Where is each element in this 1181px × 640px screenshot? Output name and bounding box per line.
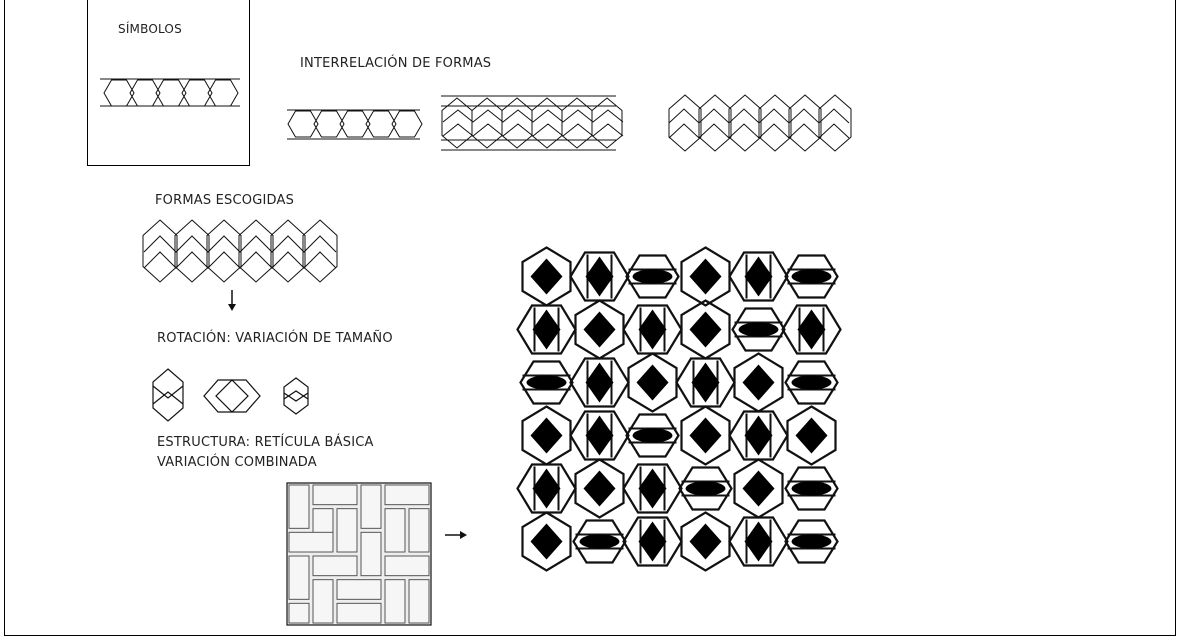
grid-cell [385,485,429,505]
hexagon-outline [819,95,851,151]
filled-lens [792,535,832,549]
filled-lens [739,323,779,337]
filled-diamond [586,363,614,403]
grid-cell [313,556,357,576]
filled-diamond [533,469,561,509]
zigzag-line [144,236,336,252]
hexagon-outline [303,220,337,282]
filled-diamond [584,471,616,507]
inner-diamond [216,380,248,412]
filled-lens [580,535,620,549]
filled-lens [792,482,832,496]
filled-diamond [531,259,563,295]
interrelation-row-2 [441,96,623,150]
filled-diamond [690,312,722,348]
filled-diamond [584,312,616,348]
zigzag-line [144,252,336,268]
grid-cell [337,603,381,623]
filled-lens [792,270,832,284]
hexagon-outline [759,95,791,151]
hexagon-outline [207,220,241,282]
filled-lens [633,429,673,443]
grid-cell [313,580,333,623]
filled-diamond [692,363,720,403]
grid-cell [409,509,429,552]
hexagon-outline [239,220,273,282]
chosen-forms-row [143,220,337,282]
hexagon-outline [729,95,761,151]
filled-lens [792,376,832,390]
filled-diamond [586,416,614,456]
grid-cell [361,485,381,528]
hexagon-outline [699,95,731,151]
interrelation-row-3 [669,95,851,151]
rotated-hexagon [153,369,183,421]
hexagon-outline [175,220,209,282]
grid-cell [385,556,429,576]
grid-cell [385,509,405,552]
filled-lens [686,482,726,496]
grid-cell [337,509,357,552]
filled-diamond [743,365,775,401]
filled-diamond [745,257,773,297]
filled-diamond [639,469,667,509]
combined-pattern [518,248,841,571]
filled-diamond [639,522,667,562]
filled-lens [527,376,567,390]
filled-diamond [533,310,561,350]
grid-cell [313,485,357,505]
filled-diamond [690,259,722,295]
hexagon-outline [789,95,821,151]
down-arrow-icon [228,290,236,311]
filled-diamond [637,365,669,401]
filled-diamond [531,418,563,454]
grid-cell [385,580,405,623]
hexagon-outline [143,220,177,282]
rotation-variants [153,369,308,421]
grid-cell [289,485,309,528]
filled-diamond [531,524,563,560]
rotated-hexagon [204,380,260,412]
right-arrow-icon [445,531,467,539]
filled-diamond [690,418,722,454]
hexagon-outline [271,220,305,282]
filled-diamond [745,522,773,562]
zigzag-line [443,124,623,136]
filled-diamond [690,524,722,560]
zigzag-line [443,110,623,122]
grid-cell [409,580,429,623]
filled-lens [633,270,673,284]
grid-cell [289,603,309,623]
symbol-hexagon-row [100,79,240,106]
filled-diamond [745,416,773,456]
filled-diamond [586,257,614,297]
basic-grid-structure [287,483,431,625]
interrelation-row-1 [287,110,422,139]
filled-diamond [743,471,775,507]
filled-diamond [798,310,826,350]
grid-cell [361,532,381,575]
filled-diamond [639,310,667,350]
grid-cell [289,556,309,599]
filled-diamond [796,418,828,454]
hexagon-outline [669,95,701,151]
grid-cell [289,532,333,552]
grid-cell [337,580,381,600]
